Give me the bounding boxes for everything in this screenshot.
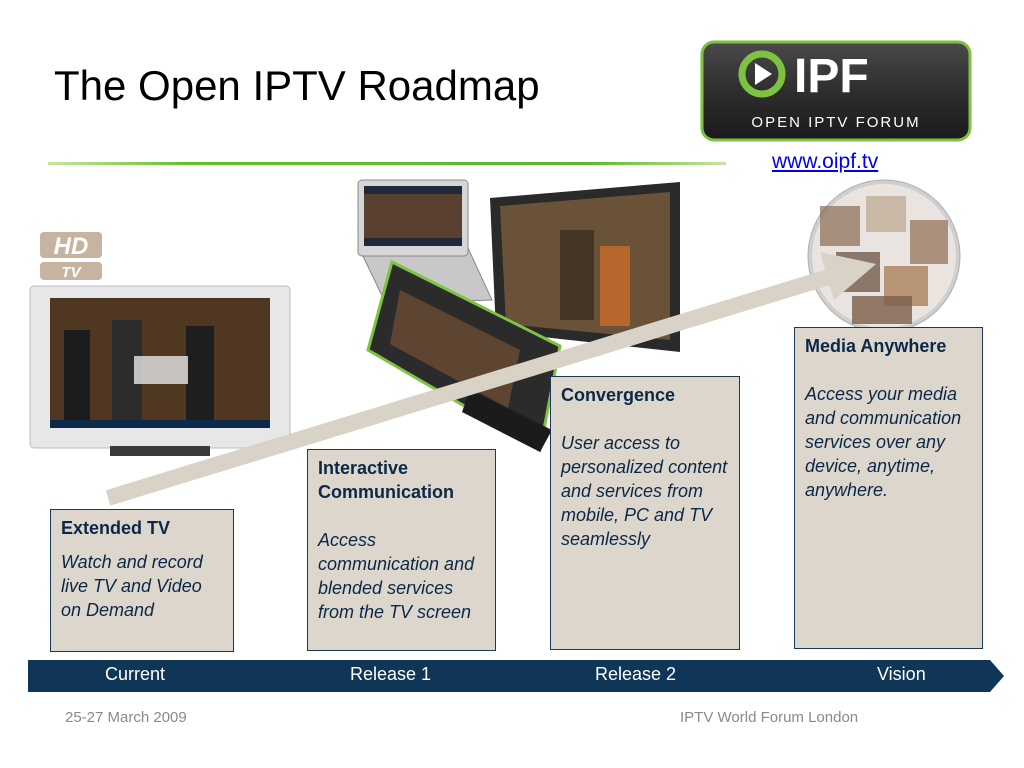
timeline-label-release-2: Release 2 [595, 664, 677, 684]
stage-box-extended-tv: Extended TV Watch and record live TV and… [50, 509, 234, 652]
hd-tv-badge: HD TV [40, 232, 102, 281]
stage-heading: Media Anywhere [805, 336, 947, 356]
svg-text:HD: HD [54, 233, 89, 260]
stage-heading: Extended TV [61, 518, 171, 538]
stage-description: User access to personalized content and … [561, 433, 728, 549]
flat-tv-image [29, 285, 291, 456]
stage-box-interactive-communication: Interactive Communication Access communi… [307, 449, 496, 651]
footer-event: IPTV World Forum London [680, 709, 859, 726]
media-anywhere-globe-image [807, 179, 961, 333]
stage-description: Access communication and blended service… [318, 530, 475, 622]
logo-tagline: OPEN IPTV FORUM [751, 114, 920, 131]
title-underline [48, 162, 726, 165]
stage-description: Access your media and communication serv… [805, 384, 962, 500]
timeline-label-release-1: Release 1 [350, 664, 432, 684]
roadmap-arrow [105, 252, 876, 506]
monitor-image [490, 182, 680, 352]
stage-heading: Interactive Communication [318, 458, 455, 502]
oipf-logo: IPF OPEN IPTV FORUM [700, 40, 972, 142]
stage-heading: Convergence [561, 385, 676, 405]
svg-text:IPF: IPF [794, 50, 869, 103]
stage-box-convergence: Convergence User access to personalized … [550, 376, 740, 650]
logo-mark-text: IPF [794, 50, 869, 103]
website-link[interactable]: www.oipf.tv [772, 150, 879, 173]
stage-description: Watch and record live TV and Video on De… [61, 552, 203, 620]
footer-date: 25-27 March 2009 [65, 709, 187, 726]
timeline-label-vision: Vision [877, 664, 926, 684]
timeline-label-current: Current [105, 664, 166, 684]
stage-box-media-anywhere: Media Anywhere Access your media and com… [794, 327, 983, 649]
page-title: The Open IPTV Roadmap [54, 62, 540, 109]
svg-text:TV: TV [61, 264, 82, 281]
timeline-bar [28, 660, 1004, 692]
